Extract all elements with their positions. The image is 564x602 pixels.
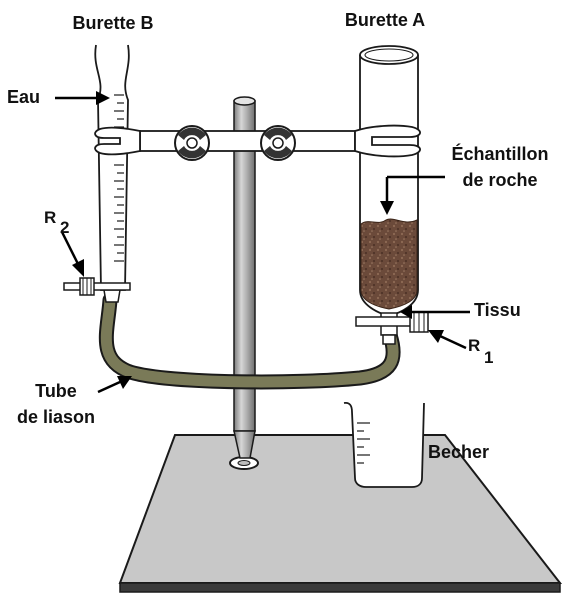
label-r2-letter: R [44,208,56,227]
clamp-knob-right [260,125,296,161]
burette-b-graduations [114,94,124,262]
label-echantillon-line1: Échantillon [451,143,548,164]
pointer-arrows [55,91,470,394]
clamp-knob-left [174,125,210,161]
burette-b [94,44,130,303]
label-tube-line1: Tube [35,381,77,401]
clamp-assembly [94,124,421,161]
arrow-echantillon [380,175,445,215]
stopcock-r2 [63,277,131,296]
label-becher: Becher [428,442,489,462]
connecting-tube [98,292,401,390]
label-burette-a: Burette A [345,10,425,30]
arrow-r2 [60,231,84,277]
beaker-graduations [357,422,370,464]
stopcock-r1 [355,311,429,345]
label-r2-sub: 2 [60,218,69,237]
rock-sample [360,218,418,310]
stand-rod [233,96,256,459]
beaker [343,401,425,488]
label-tissu: Tissu [474,300,521,320]
label-eau: Eau [7,87,40,107]
arrow-tube [97,376,132,394]
label-r1-sub: 1 [484,348,493,367]
label-echantillon-line2: de roche [462,170,537,190]
label-tube-line2: de liason [17,407,95,427]
arrow-tissu [400,305,470,319]
labels: Burette B Burette A Eau Échantillon de r… [7,10,549,462]
stand-base [118,434,563,593]
label-r1-letter: R [468,336,480,355]
label-burette-b: Burette B [72,13,153,33]
arrow-r1 [428,330,467,350]
arrow-eau [55,91,110,105]
